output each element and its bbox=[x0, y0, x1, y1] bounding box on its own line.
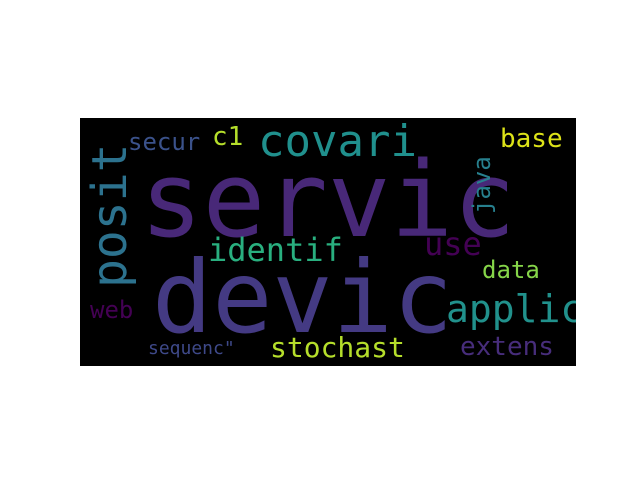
word-java: java bbox=[468, 156, 496, 214]
word-extens: extens bbox=[460, 332, 554, 362]
word-identif: identif bbox=[208, 231, 343, 269]
wordcloud-panel: servic devic covari posit secur c1 base … bbox=[80, 118, 576, 366]
word-posit: posit bbox=[82, 143, 138, 289]
word-devic: devic bbox=[152, 239, 454, 356]
word-servic: servic bbox=[140, 139, 516, 261]
word-use: use bbox=[424, 225, 482, 263]
word-data: data bbox=[482, 256, 540, 284]
word-sequenc: sequenc" bbox=[148, 338, 235, 359]
word-base: base bbox=[500, 124, 563, 154]
word-covari: covari bbox=[258, 118, 417, 167]
word-secur: secur bbox=[128, 128, 201, 156]
word-applic: applic bbox=[446, 287, 576, 331]
word-web: web bbox=[90, 296, 134, 324]
word-c1: c1 bbox=[212, 122, 244, 152]
word-stochast: stochast bbox=[270, 331, 405, 364]
